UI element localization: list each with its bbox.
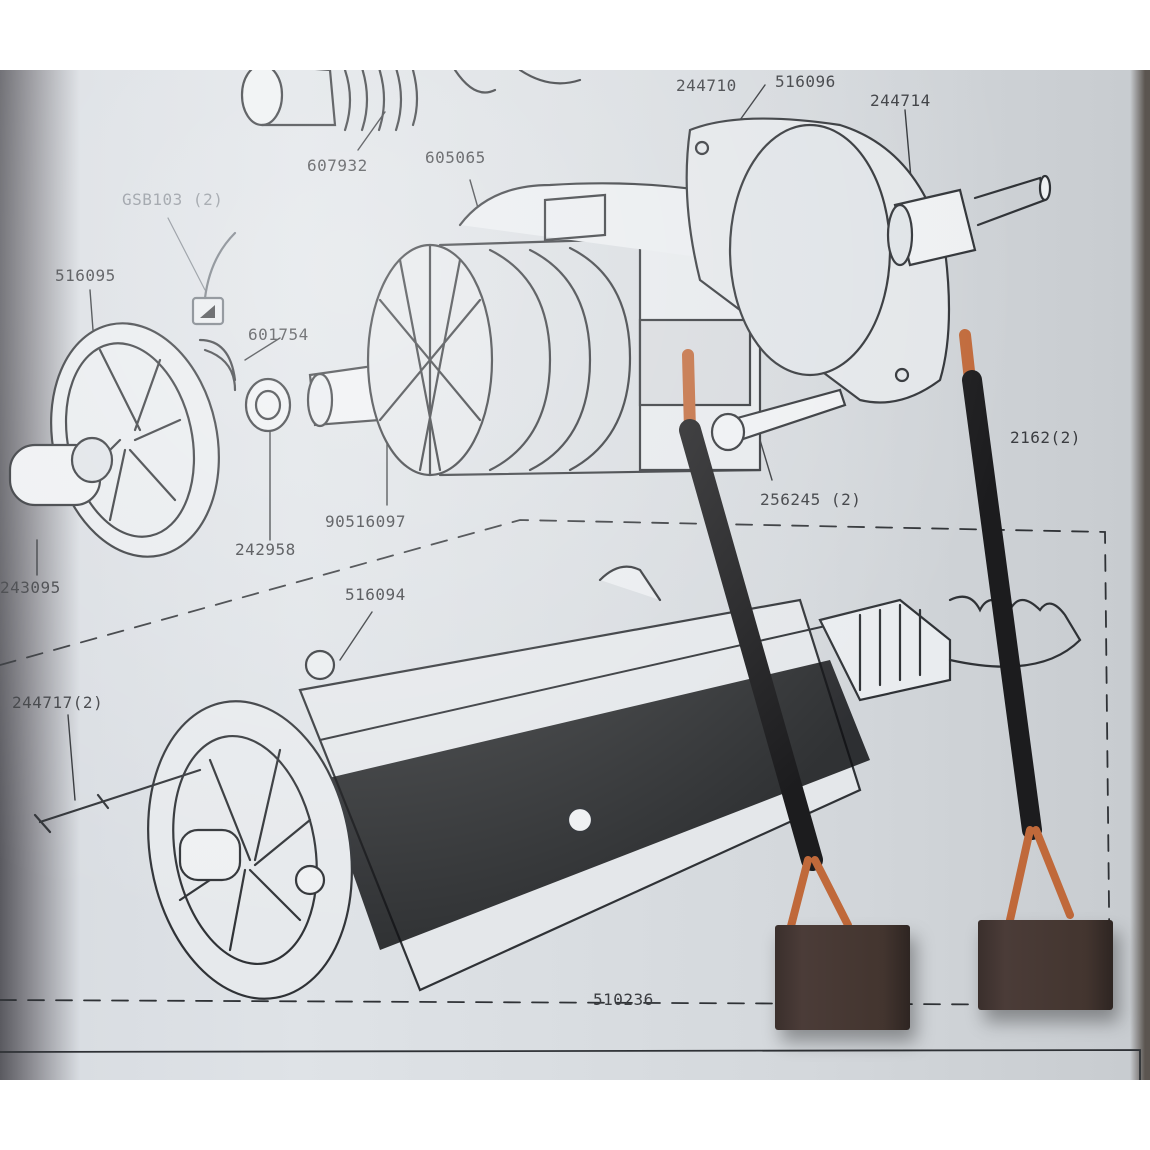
part-label-516094: 516094	[345, 585, 406, 604]
part-label-90516097: 90516097	[325, 512, 407, 531]
part-label-516096: 516096	[775, 72, 836, 91]
part-label-607932: 607932	[307, 156, 368, 175]
drive-end-bracket-drawing	[685, 117, 951, 404]
carbon-block-right	[978, 920, 1113, 1010]
brush-left	[679, 349, 852, 934]
part-label-gsb103: GSB103 (2)	[122, 190, 224, 209]
part-label-510236: 510236	[593, 990, 654, 1009]
carbon-block-left	[775, 925, 910, 1030]
part-label-605065: 605065	[425, 148, 486, 167]
part-label-244714: 244714	[870, 91, 931, 110]
part-label-601754: 601754	[248, 325, 309, 344]
assembled-starter-drawing	[147, 565, 1082, 1000]
part-label-242958: 242958	[235, 540, 296, 559]
part-label-256245: 256245 (2)	[760, 490, 862, 509]
brush-right	[959, 329, 1074, 924]
sleeve-drawing	[240, 70, 582, 132]
part-label-516095: 516095	[55, 266, 116, 285]
part-label-2162: 2162(2)	[1010, 428, 1081, 447]
end-cover-drawing	[8, 322, 292, 558]
pinion-drawing	[886, 174, 1052, 267]
part-label-244717: 244717(2)	[12, 693, 104, 712]
part-label-243095: 243095	[0, 578, 61, 597]
part-label-244710: 244710	[676, 76, 737, 95]
parts-diagram	[0, 70, 1141, 1080]
photo: 607932 605065 244710 516096 244714 GSB10…	[0, 70, 1150, 1080]
